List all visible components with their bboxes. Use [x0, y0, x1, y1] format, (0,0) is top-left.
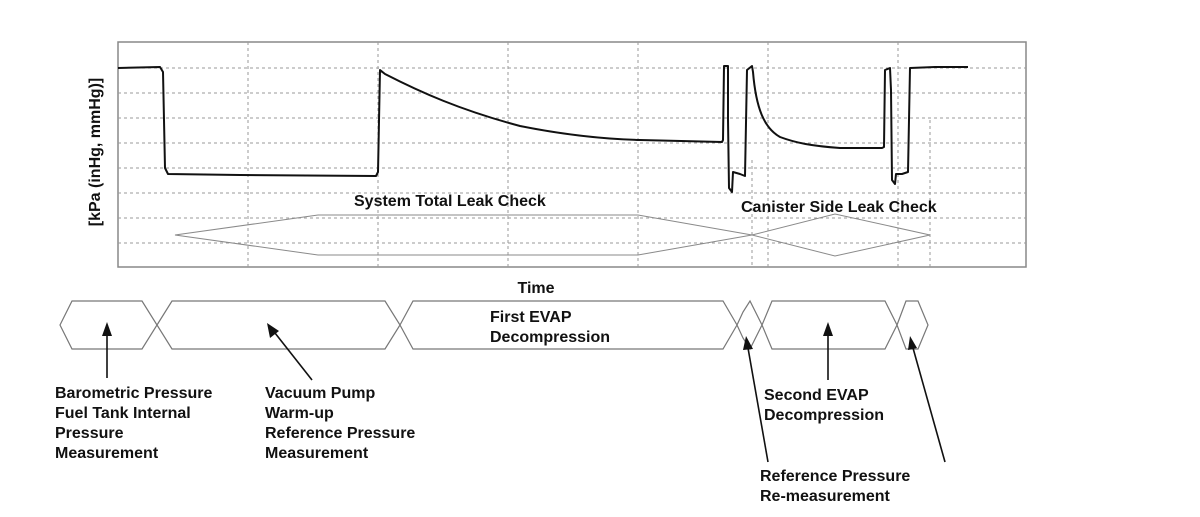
caption-line: Decompression [764, 407, 884, 424]
ref-remeasure-arrowhead-1 [743, 336, 753, 350]
caption-line: Fuel Tank Internal [55, 405, 191, 422]
canister-side-leak-check-band [751, 213, 931, 257]
callout-arrows [102, 322, 946, 463]
caption-line: Measurement [55, 445, 159, 462]
caption-line: Re-measurement [760, 488, 891, 505]
system-total-leak-check-label: System Total Leak Check [354, 193, 546, 210]
caption-line: Second EVAP [764, 387, 869, 404]
first-evap-label-line2: Decompression [490, 329, 610, 346]
caption-reference-remeasure: Reference Pressure Re-measurement [760, 468, 910, 505]
caption-line: Vacuum Pump [265, 385, 375, 402]
caption-second-evap: Second EVAP Decompression [764, 387, 884, 424]
caption-line: Warm-up [265, 405, 334, 422]
first-evap-label-line1: First EVAP [490, 309, 572, 326]
phase-vacuum-pump [156, 300, 401, 350]
phase-final [896, 300, 929, 350]
phase-bar [59, 299, 929, 351]
vacuum-pump-arrowhead [267, 323, 279, 338]
phase-ref-remeasure [736, 299, 763, 351]
ref-remeasure-arrow-2 [912, 347, 946, 463]
phase-second-evap [761, 300, 898, 350]
x-axis-label: Time [517, 280, 554, 297]
chart-grid [118, 42, 1026, 267]
chart-frame [117, 41, 1027, 268]
caption-line: Reference Pressure [760, 468, 910, 485]
caption-line: Measurement [265, 445, 369, 462]
caption-vacuum-pump: Vacuum Pump Warm-up Reference Pressure M… [265, 385, 415, 462]
phase-barometric [59, 300, 158, 350]
pressure-trace [117, 65, 968, 193]
caption-line: Reference Pressure [265, 425, 415, 442]
caption-line: Barometric Pressure [55, 385, 213, 402]
ref-remeasure-arrow-1 [747, 347, 769, 463]
caption-barometric: Barometric Pressure Fuel Tank Internal P… [55, 385, 213, 462]
canister-side-leak-check-label: Canister Side Leak Check [741, 199, 937, 216]
ref-remeasure-arrowhead-2 [908, 336, 917, 350]
vacuum-pump-arrow [274, 332, 313, 381]
caption-line: Pressure [55, 425, 124, 442]
barometric-arrowhead [102, 322, 112, 336]
y-axis-label: [kPa (inHg, mmHg)] [87, 78, 104, 226]
second-evap-arrowhead [823, 322, 833, 336]
